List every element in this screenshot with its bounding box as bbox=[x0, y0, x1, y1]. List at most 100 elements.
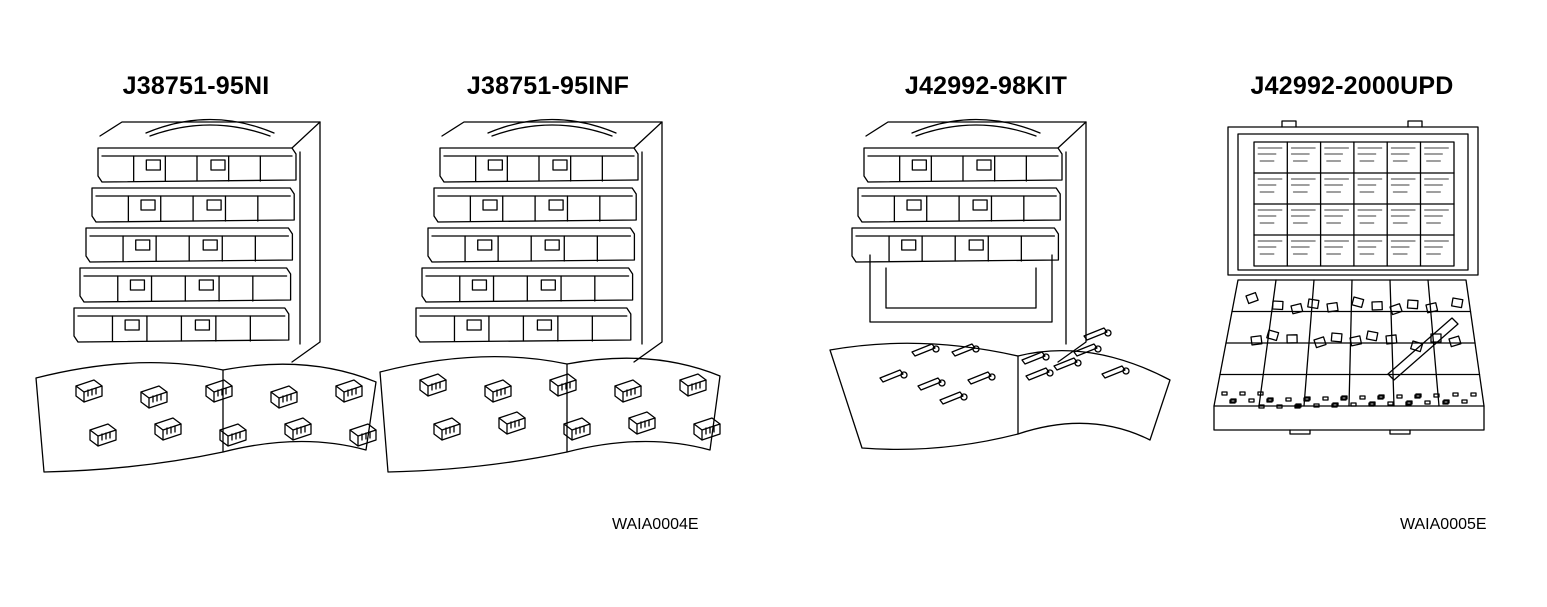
drawer-label-tab bbox=[973, 200, 987, 210]
connector-body bbox=[680, 374, 706, 396]
connector-sketch bbox=[76, 380, 102, 402]
chart-cell-text bbox=[1291, 179, 1315, 192]
drawer-label-tab bbox=[203, 240, 217, 250]
connector-body bbox=[420, 374, 446, 396]
connector-sketch bbox=[694, 418, 720, 440]
mat-outline bbox=[36, 363, 376, 472]
drawer-label-tab bbox=[211, 160, 225, 170]
terminal-body bbox=[940, 392, 963, 404]
tray-part bbox=[1366, 331, 1377, 341]
drawer bbox=[852, 228, 1058, 262]
connector-body bbox=[485, 380, 511, 402]
drawer-label-tab bbox=[553, 160, 567, 170]
connector-pins bbox=[362, 432, 370, 440]
chart-cell-text bbox=[1291, 241, 1315, 254]
handle bbox=[488, 120, 616, 134]
small-terminal bbox=[1397, 395, 1402, 398]
connector-pins bbox=[432, 382, 440, 390]
drawer bbox=[98, 148, 296, 182]
tray-latches bbox=[1290, 430, 1410, 434]
chart-cell-text bbox=[1258, 241, 1282, 254]
small-terminal bbox=[1443, 401, 1448, 404]
chart-cell-text bbox=[1391, 210, 1415, 223]
cabinet-top-edge bbox=[634, 122, 662, 148]
small-terminal bbox=[1369, 403, 1374, 406]
connector-sketch bbox=[680, 374, 706, 396]
connector-pins bbox=[692, 382, 700, 390]
small-terminal bbox=[1295, 405, 1300, 408]
terminal-sketch bbox=[1022, 352, 1049, 364]
drawer bbox=[864, 148, 1062, 182]
terminal-end bbox=[901, 372, 907, 378]
case-tray bbox=[1214, 280, 1484, 434]
connector-sketch bbox=[350, 424, 376, 446]
cabinet-j42992-98kit bbox=[852, 120, 1086, 363]
tray-part bbox=[1431, 334, 1441, 342]
terminal-sketch bbox=[940, 392, 967, 404]
open-bay-inner bbox=[886, 268, 1036, 308]
terminal-body bbox=[1022, 352, 1045, 364]
small-terminal bbox=[1351, 403, 1356, 406]
drawer-label-tab bbox=[902, 240, 916, 250]
terminal-end bbox=[1095, 346, 1101, 352]
connector-body bbox=[550, 374, 576, 396]
drawer bbox=[434, 188, 636, 222]
handle bbox=[912, 120, 1040, 134]
terminal-body bbox=[952, 344, 975, 356]
connector-pins bbox=[283, 394, 291, 402]
chart-cell-text bbox=[1258, 210, 1282, 223]
drawer-body bbox=[98, 148, 296, 182]
connector-sketch bbox=[155, 418, 181, 440]
connector-pins bbox=[88, 388, 96, 396]
chart-cell-text bbox=[1391, 179, 1415, 192]
tray-part bbox=[1372, 302, 1382, 310]
open-bay bbox=[870, 255, 1052, 322]
tray-part bbox=[1390, 304, 1402, 315]
small-terminal bbox=[1406, 402, 1411, 405]
mat-outline bbox=[830, 343, 1170, 449]
tray-part bbox=[1273, 301, 1283, 310]
chart-cell-text bbox=[1391, 241, 1415, 254]
tray-part bbox=[1452, 298, 1463, 308]
drawer bbox=[74, 308, 289, 342]
cabinet-j38751-95inf bbox=[416, 120, 662, 363]
terminal-body bbox=[968, 372, 991, 384]
drawer-body bbox=[86, 228, 292, 262]
connector-pins bbox=[562, 382, 570, 390]
terminal-body bbox=[918, 378, 941, 390]
lid-inner bbox=[1238, 134, 1468, 270]
terminal-sketch bbox=[952, 344, 979, 356]
drawer-label-tab bbox=[478, 240, 492, 250]
chart-cell-text bbox=[1358, 241, 1382, 254]
chart-cell-text bbox=[1358, 179, 1382, 192]
connector-sketch bbox=[271, 386, 297, 408]
connector-body bbox=[220, 424, 246, 446]
tray-parts bbox=[1222, 293, 1476, 408]
chart-cell-text bbox=[1358, 210, 1382, 223]
chart-cell-text bbox=[1291, 148, 1315, 161]
connector-pins bbox=[446, 426, 454, 434]
drawer-body bbox=[428, 228, 634, 262]
connector-pins bbox=[641, 420, 649, 428]
drawer-label-tab bbox=[141, 200, 155, 210]
terminal-sketch bbox=[1102, 366, 1129, 378]
connector-sketch bbox=[499, 412, 525, 434]
connector-body bbox=[434, 418, 460, 440]
mat-outline bbox=[380, 357, 720, 472]
drawer-label-tab bbox=[969, 240, 983, 250]
terminal-end bbox=[939, 380, 945, 386]
small-terminal bbox=[1378, 396, 1383, 399]
drawer-label-tab bbox=[136, 240, 150, 250]
tray-col-divider bbox=[1304, 280, 1314, 406]
tray-part bbox=[1449, 336, 1461, 347]
drawer-label-tab bbox=[483, 200, 497, 210]
connector-pins bbox=[576, 426, 584, 434]
drawer-label-tab bbox=[125, 320, 139, 330]
drawer-label-tab bbox=[467, 320, 481, 330]
tray-part bbox=[1267, 330, 1279, 340]
tray-part bbox=[1352, 297, 1364, 307]
kit-label-j38751-95inf: J38751-95INF bbox=[466, 72, 630, 100]
connector-sketch bbox=[434, 418, 460, 440]
handle-inner bbox=[916, 125, 1036, 136]
lid-latches bbox=[1282, 121, 1422, 127]
